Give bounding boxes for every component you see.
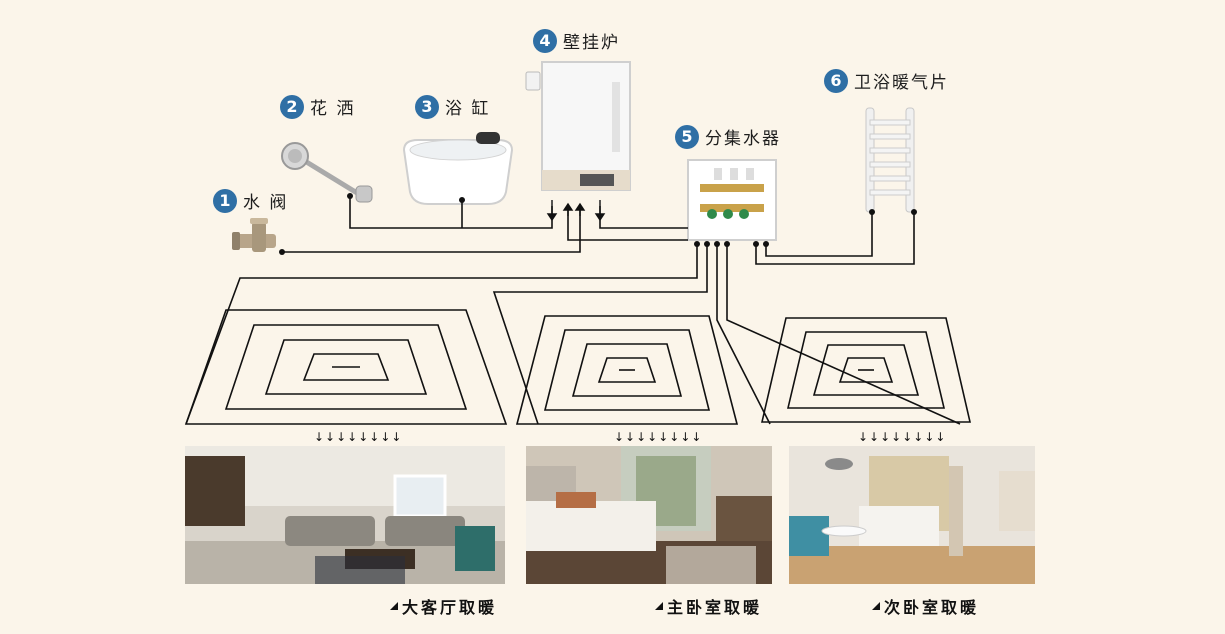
label-text: 水 阀	[243, 193, 289, 213]
badge-4: 4	[533, 28, 557, 53]
floor-coil-living-room	[184, 309, 508, 425]
label-shower: 2 花 洒	[280, 94, 355, 119]
corner-triangle-icon	[655, 602, 663, 610]
badge-2: 2	[280, 94, 304, 119]
badge-5: 5	[675, 124, 699, 149]
badge-3: 3	[415, 94, 439, 119]
caption-second-bedroom: 次卧室取暖	[872, 594, 979, 618]
shower-illustration	[281, 142, 373, 203]
badge-1: 1	[213, 188, 237, 213]
second-bedroom-photo	[789, 446, 1035, 584]
wall-boiler-illustration	[525, 61, 631, 191]
floor-coil-master-bedroom	[515, 315, 739, 425]
corner-triangle-icon	[872, 602, 880, 610]
label-manifold: 5 分集水器	[675, 124, 781, 149]
caption-master-bedroom: 主卧室取暖	[655, 594, 762, 618]
label-water-valve: 1 水 阀	[213, 188, 288, 213]
label-text: 卫浴暖气片	[854, 73, 949, 93]
floor-coil-second-bedroom	[760, 317, 972, 423]
water-valve-illustration	[232, 218, 276, 252]
badge-6: 6	[824, 68, 848, 93]
caption-text: 次卧室取暖	[884, 598, 980, 617]
caption-text: 主卧室取暖	[667, 598, 763, 617]
caption-living-room: 大客厅取暖	[390, 594, 497, 618]
heat-arrows-second-bedroom: ↓↓↓↓↓↓↓↓	[858, 430, 947, 444]
label-bathtub: 3 浴 缸	[415, 94, 490, 119]
label-wall-boiler: 4 壁挂炉	[533, 28, 620, 53]
master-bedroom-photo	[526, 446, 772, 584]
label-text: 浴 缸	[445, 99, 491, 119]
pipe-joints	[279, 193, 917, 255]
bathtub-illustration	[402, 132, 514, 205]
boiler-flow-arrows	[546, 200, 606, 222]
label-text: 花 洒	[310, 99, 356, 119]
label-towel-radiator: 6 卫浴暖气片	[824, 68, 949, 93]
label-text: 壁挂炉	[563, 33, 620, 53]
heat-arrows-master-bedroom: ↓↓↓↓↓↓↓↓	[614, 430, 703, 444]
manifold-illustration	[687, 159, 777, 241]
caption-text: 大客厅取暖	[402, 598, 498, 617]
heat-arrows-living-room: ↓↓↓↓↓↓↓↓	[314, 430, 403, 444]
living-room-photo	[185, 446, 505, 584]
corner-triangle-icon	[390, 602, 398, 610]
towel-radiator-illustration	[865, 107, 915, 213]
label-text: 分集水器	[705, 129, 781, 149]
